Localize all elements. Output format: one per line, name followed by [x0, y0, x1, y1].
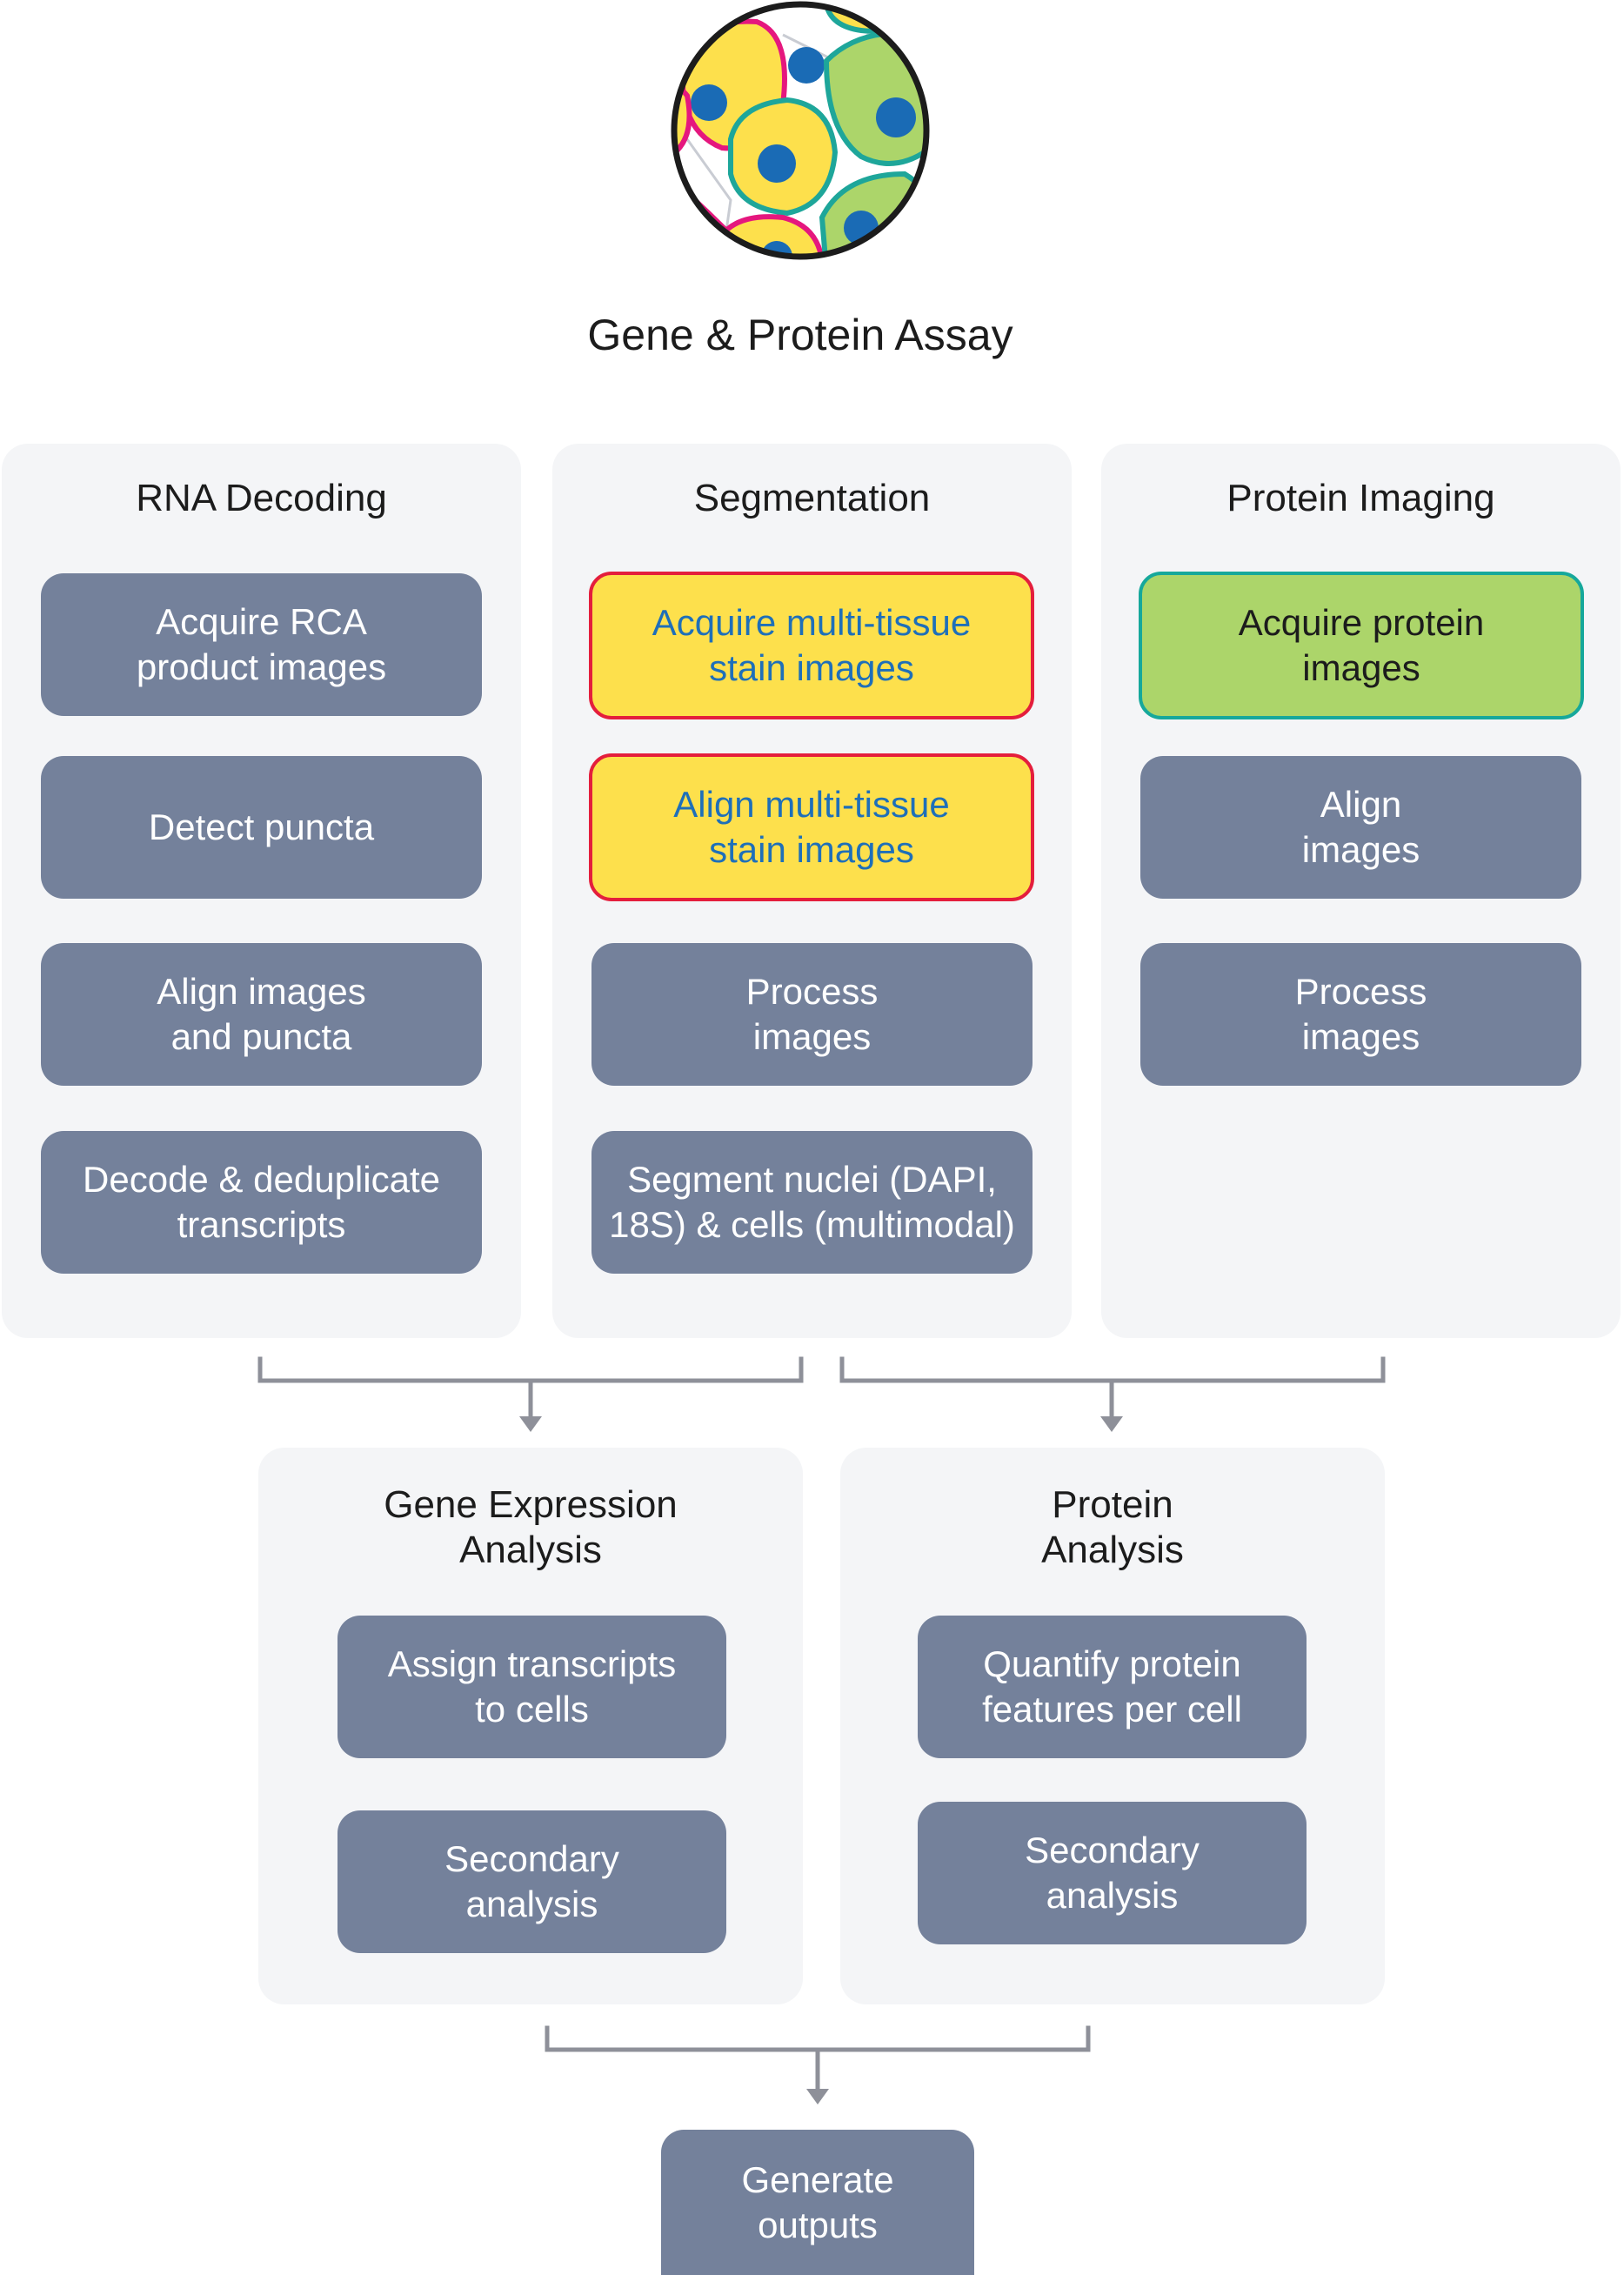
page-title: Gene & Protein Assay [587, 311, 1013, 359]
step-generate-outputs: Generate outputs [661, 2130, 974, 2275]
arrow-down-icon [806, 2089, 829, 2104]
step-assign-transcripts: Assign transcripts to cells [337, 1616, 726, 1758]
step-secondary-analysis-gene: Secondary analysis [337, 1810, 726, 1953]
gene-expression-title: Gene Expression Analysis [384, 1483, 678, 1571]
step-acquire-rca-images: Acquire RCA product images [41, 573, 482, 716]
bracket-protein [839, 1356, 1386, 1383]
step-segment-nuclei-cells: Segment nuclei (DAPI, 18S) & cells (mult… [591, 1131, 1033, 1274]
step-align-images-protein: Align images [1140, 756, 1581, 899]
bracket-gene-expression [257, 1356, 804, 1383]
step-align-images-puncta: Align images and puncta [41, 943, 482, 1086]
step-decode-deduplicate: Decode & deduplicate transcripts [41, 1131, 482, 1274]
step-acquire-protein-images: Acquire protein images [1139, 572, 1584, 719]
step-quantify-protein: Quantify protein features per cell [918, 1616, 1307, 1758]
step-process-images-protein: Process images [1140, 943, 1581, 1086]
step-acquire-multi-tissue: Acquire multi-tissue stain images [589, 572, 1034, 719]
step-detect-puncta: Detect puncta [41, 756, 482, 899]
bracket-outputs [545, 2025, 1091, 2052]
step-process-images-seg: Process images [591, 943, 1033, 1086]
step-align-multi-tissue: Align multi-tissue stain images [589, 753, 1034, 901]
rna-decoding-title: RNA Decoding [136, 477, 387, 519]
protein-imaging-title: Protein Imaging [1226, 477, 1495, 519]
step-secondary-analysis-protein: Secondary analysis [918, 1802, 1307, 1944]
arrow-down-icon [1100, 1416, 1123, 1432]
protein-analysis-title: Protein Analysis [1041, 1483, 1184, 1571]
segmentation-title: Segmentation [693, 477, 931, 519]
arrow-down-icon [519, 1416, 542, 1432]
